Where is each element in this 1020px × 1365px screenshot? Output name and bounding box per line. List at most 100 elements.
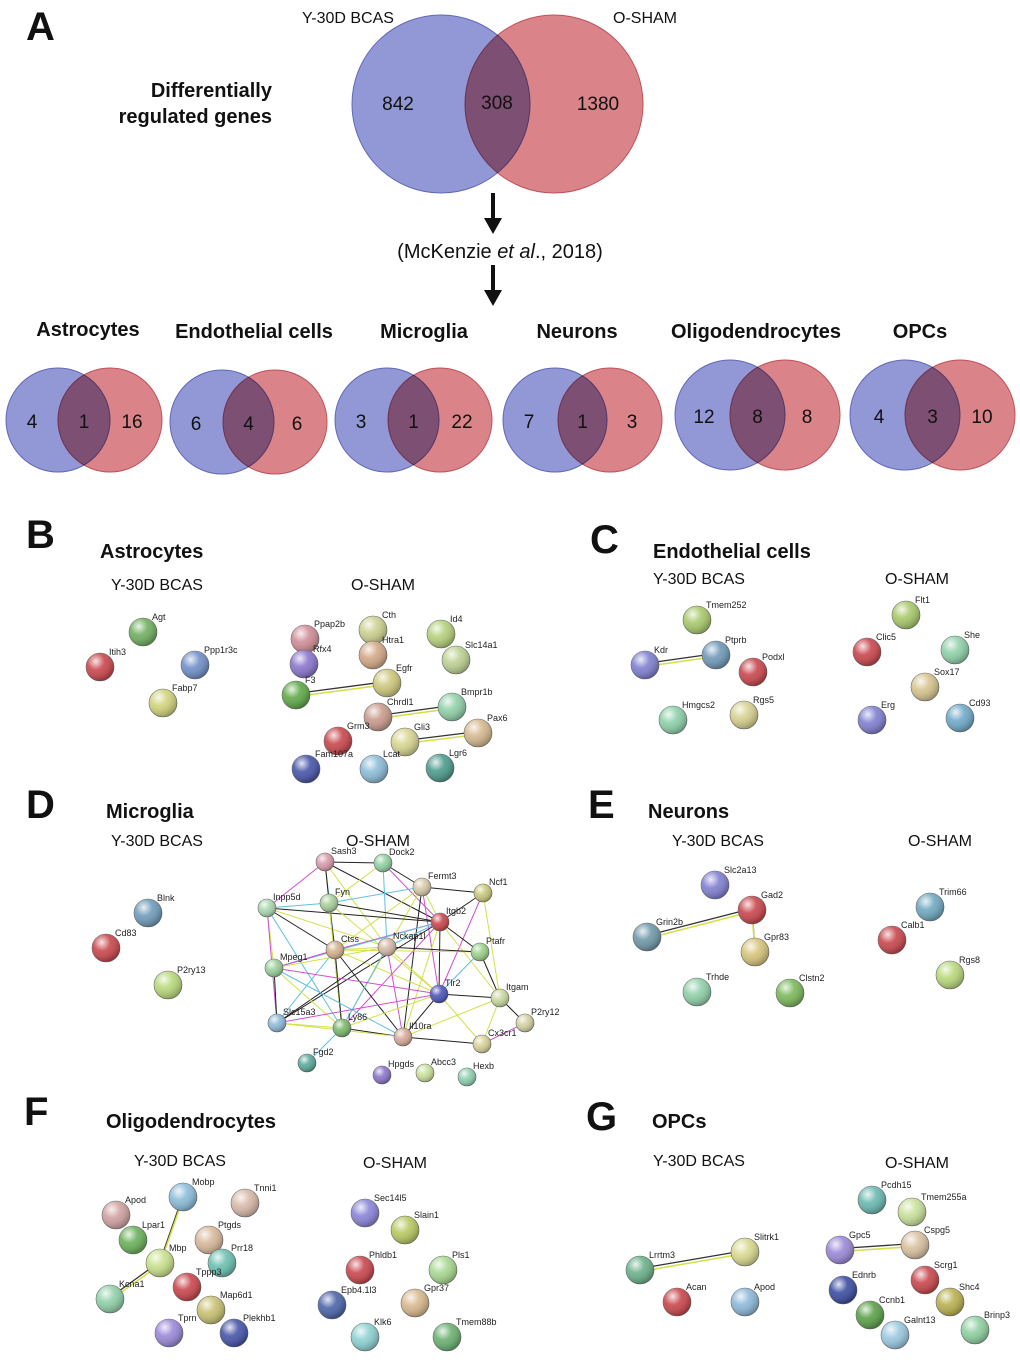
gene-node-trhde[interactable]: Trhde (682, 972, 729, 1007)
gene-node-prr18[interactable]: Prr18 (207, 1243, 253, 1278)
gene-node-acan[interactable]: Acan (662, 1282, 707, 1317)
gene-node-rfx4[interactable]: Rfx4 (289, 644, 332, 679)
gene-node-epb4-1l3[interactable]: Epb4.1l3 (317, 1285, 377, 1320)
gene-node-lpar1[interactable]: Lpar1 (118, 1220, 165, 1255)
gene-node-rgs8[interactable]: Rgs8 (935, 955, 980, 990)
gene-node-grin2b[interactable]: Grin2b (632, 917, 683, 952)
gene-node-klk6[interactable]: Klk6 (350, 1317, 392, 1352)
gene-node-tnni1[interactable]: Tnni1 (230, 1183, 277, 1218)
gene-node-cd83[interactable]: Cd83 (91, 928, 137, 963)
gene-node-trim66[interactable]: Trim66 (915, 887, 967, 922)
gene-node-tppp3[interactable]: Tppp3 (172, 1267, 222, 1302)
gene-node-nckap1l[interactable]: Nckap1l (377, 931, 426, 957)
gene-node-gpr37[interactable]: Gpr37 (400, 1283, 449, 1318)
gene-node-fermt3[interactable]: Fermt3 (412, 871, 457, 897)
gene-node-ccnb1[interactable]: Ccnb1 (855, 1295, 905, 1330)
gene-node-apod[interactable]: Apod (730, 1282, 775, 1317)
gene-node-slc14a1[interactable]: Slc14a1 (441, 640, 498, 675)
gene-node-inpp5d[interactable]: Inpp5d (257, 892, 301, 918)
gene-node-lcat[interactable]: Lcat (359, 749, 401, 784)
gene-node-tmem88b[interactable]: Tmem88b (432, 1317, 497, 1352)
gene-node-calb1[interactable]: Calb1 (877, 920, 925, 955)
gene-node-fam107a[interactable]: Fam107a (291, 749, 353, 784)
gene-node-il10ra[interactable]: Il10ra (393, 1021, 432, 1047)
gene-node-cth[interactable]: Cth (358, 610, 396, 645)
gene-node-pax6[interactable]: Pax6 (463, 713, 508, 748)
gene-node-bmpr1b[interactable]: Bmpr1b (437, 687, 493, 722)
gene-node-p2ry13[interactable]: P2ry13 (153, 965, 206, 1000)
gene-node-sox17[interactable]: Sox17 (910, 667, 960, 702)
gene-node-gli3[interactable]: Gli3 (390, 722, 430, 757)
gene-node-plekhb1[interactable]: Plekhb1 (219, 1313, 276, 1348)
gene-node-itgam[interactable]: Itgam (490, 982, 529, 1008)
network-edge (386, 946, 404, 1038)
gene-node-slc15a3[interactable]: Slc15a3 (267, 1007, 316, 1033)
gene-node-ly86[interactable]: Ly86 (332, 1012, 367, 1038)
gene-node-rgs5[interactable]: Rgs5 (729, 695, 774, 730)
gene-node-ppp1r3c[interactable]: Ppp1r3c (180, 645, 238, 680)
gene-node-gad2[interactable]: Gad2 (737, 890, 783, 925)
gene-node-cx3cr1[interactable]: Cx3cr1 (472, 1028, 517, 1054)
gene-node-apod[interactable]: Apod (101, 1195, 146, 1230)
gene-node-dock2[interactable]: Dock2 (373, 847, 415, 873)
gene-node-fgd2[interactable]: Fgd2 (297, 1047, 334, 1073)
gene-node-tmem252[interactable]: Tmem252 (682, 600, 747, 635)
gene-node-cspg5[interactable]: Cspg5 (900, 1225, 950, 1260)
gene-node-brinp3[interactable]: Brinp3 (960, 1310, 1010, 1345)
gene-node-lgr6[interactable]: Lgr6 (425, 748, 467, 783)
gene-node-blnk[interactable]: Blnk (133, 893, 175, 928)
gene-node-kdr[interactable]: Kdr (630, 645, 668, 680)
gene-node-fyn[interactable]: Fyn (319, 887, 350, 913)
gene-node-phldb1[interactable]: Phldb1 (345, 1250, 397, 1285)
gene-node-chrdl1[interactable]: Chrdl1 (363, 697, 414, 732)
gene-node-grm3[interactable]: Grm3 (323, 721, 370, 756)
gene-node-gpc5[interactable]: Gpc5 (825, 1230, 871, 1265)
gene-node-ncf1[interactable]: Ncf1 (473, 877, 508, 903)
gene-node-ednrb[interactable]: Ednrb (828, 1270, 876, 1305)
gene-node-hmgcs2[interactable]: Hmgcs2 (658, 700, 715, 735)
gene-node-mobp[interactable]: Mobp (168, 1177, 215, 1212)
gene-node-sash3[interactable]: Sash3 (315, 846, 357, 872)
gene-node-f3[interactable]: F3 (281, 675, 316, 710)
gene-node-tmem255a[interactable]: Tmem255a (897, 1192, 967, 1227)
gene-node-agt[interactable]: Agt (128, 612, 166, 647)
gene-node-fabp7[interactable]: Fabp7 (148, 683, 198, 718)
gene-node-hpgds[interactable]: Hpgds (372, 1059, 415, 1085)
gene-node-hexb[interactable]: Hexb (457, 1061, 494, 1087)
gene-node-erg[interactable]: Erg (857, 700, 895, 735)
gene-node-id4[interactable]: Id4 (426, 614, 463, 649)
gene-node-tlr2[interactable]: Tlr2 (429, 978, 461, 1004)
gene-node-kcna1[interactable]: Kcna1 (95, 1279, 145, 1314)
gene-node-p2ry12[interactable]: P2ry12 (515, 1007, 560, 1033)
gene-node-tprn[interactable]: Tprn (154, 1313, 197, 1348)
gene-node-galnt13[interactable]: Galnt13 (880, 1315, 936, 1350)
gene-node-ptgds[interactable]: Ptgds (194, 1220, 242, 1255)
gene-node-egfr[interactable]: Egfr (372, 663, 413, 698)
gene-node-clic5[interactable]: Clic5 (852, 632, 896, 667)
gene-node-clstn2[interactable]: Clstn2 (775, 973, 825, 1008)
gene-node-slc2a13[interactable]: Slc2a13 (700, 865, 757, 900)
gene-node-cd93[interactable]: Cd93 (945, 698, 991, 733)
gene-node-map6d1[interactable]: Map6d1 (196, 1290, 253, 1325)
gene-node-flt1[interactable]: Flt1 (891, 595, 930, 630)
gene-node-slitrk1[interactable]: Slitrk1 (730, 1232, 779, 1267)
gene-node-shc4[interactable]: Shc4 (935, 1282, 980, 1317)
gene-node-lrrtm3[interactable]: Lrrtm3 (625, 1250, 675, 1285)
gene-node-pcdh15[interactable]: Pcdh15 (857, 1180, 912, 1215)
gene-node-mbp[interactable]: Mbp (145, 1243, 187, 1278)
gene-node-slain1[interactable]: Slain1 (390, 1210, 439, 1245)
gene-node-mpeg1[interactable]: Mpeg1 (264, 952, 308, 978)
gene-node-ptprb[interactable]: Ptprb (701, 635, 747, 670)
gene-node-ptafr[interactable]: Ptafr (470, 936, 505, 962)
gene-node-abcc3[interactable]: Abcc3 (415, 1057, 456, 1083)
gene-node-sec14l5[interactable]: Sec14l5 (350, 1193, 407, 1228)
gene-node-scrg1[interactable]: Scrg1 (910, 1260, 958, 1295)
gene-node-podxl[interactable]: Podxl (738, 652, 785, 687)
gene-node-pls1[interactable]: Pls1 (428, 1250, 470, 1285)
gene-node-htra1[interactable]: Htra1 (358, 635, 404, 670)
gene-node-itgb2[interactable]: Itgb2 (430, 906, 466, 932)
gene-node-itih3[interactable]: Itih3 (85, 647, 126, 682)
gene-node-she[interactable]: She (940, 630, 980, 665)
gene-node-gpr83[interactable]: Gpr83 (740, 932, 789, 967)
gene-node-ctss[interactable]: Ctss (325, 934, 360, 960)
